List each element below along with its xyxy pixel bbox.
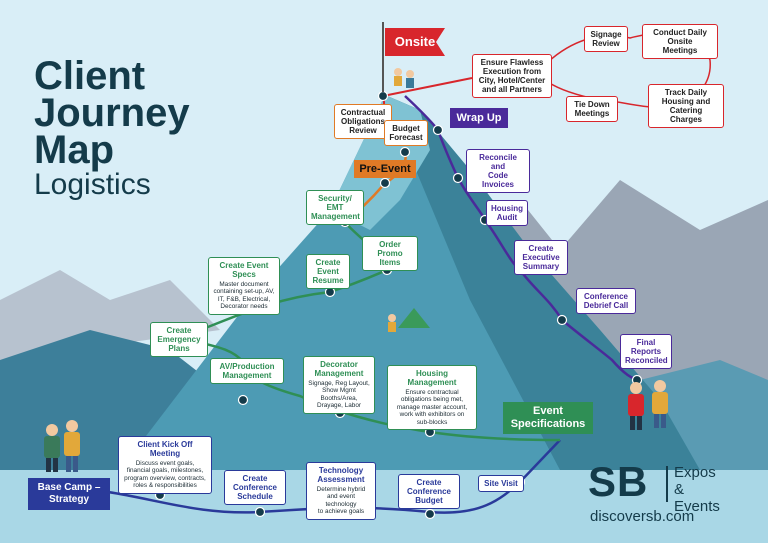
step-av-production-management: AV/Production Management — [210, 358, 284, 384]
ground — [0, 470, 768, 543]
step-conference-debrief-call: Conference Debrief Call — [576, 288, 636, 314]
onsite-flag: Onsite — [385, 28, 445, 56]
step-signage-review: Signage Review — [584, 26, 628, 52]
step-create-event-resume: Create Event Resume — [306, 254, 350, 289]
wrap-path — [404, 95, 638, 382]
step-housing-audit: Housing Audit — [486, 200, 528, 226]
step-tie-down-meetings: Tie Down Meetings — [566, 96, 618, 122]
page-subtitle: Logistics — [34, 168, 151, 201]
hikers-summit-icon — [628, 380, 668, 430]
step-reconcile-invoices: Reconcile and Code Invoices — [466, 149, 530, 193]
step-create-conference-budget: Create Conference Budget — [398, 474, 460, 509]
milestone-event-specifications: Event Specifications — [503, 402, 593, 434]
step-create-emergency-plans: Create Emergency Plans — [150, 322, 208, 357]
step-conduct-daily-onsite-meetings: Conduct Daily Onsite Meetings — [642, 24, 718, 59]
logo-mark: SB — [588, 458, 649, 505]
step-create-conference-schedule: Create Conference Schedule — [224, 470, 286, 505]
step-order-promo-items: Order Promo Items — [362, 236, 418, 271]
summit-celebration-icon — [394, 68, 414, 88]
milestone-pre-event: Pre-Event — [354, 160, 416, 178]
step-budget-forecast: Budget Forecast — [384, 120, 428, 146]
step-final-reports-reconciled: Final Reports Reconciled — [620, 334, 672, 369]
step-security-emt-management: Security/ EMT Management — [306, 190, 364, 225]
logo-tagline: Expos & Events — [674, 464, 720, 515]
milestone-wrap-up: Wrap Up — [450, 108, 508, 128]
step-ensure-flawless-execution: Ensure Flawless Execution from City, Hot… — [472, 54, 552, 98]
step-site-visit: Site Visit — [478, 475, 524, 492]
step-contractual-obligations-review: Contractual Obligations Review — [334, 104, 392, 139]
milestone-base-camp: Base Camp – Strategy — [28, 478, 110, 510]
tent-camp-icon — [388, 308, 430, 332]
page-title: Client Journey Map — [34, 54, 190, 172]
logo-divider — [666, 466, 668, 502]
step-create-executive-summary: Create Executive Summary — [514, 240, 568, 275]
logo-url: discoversb.com — [590, 508, 695, 525]
hikers-base-icon — [44, 420, 80, 472]
step-track-daily-housing: Track Daily Housing and Catering Charges — [648, 84, 724, 128]
